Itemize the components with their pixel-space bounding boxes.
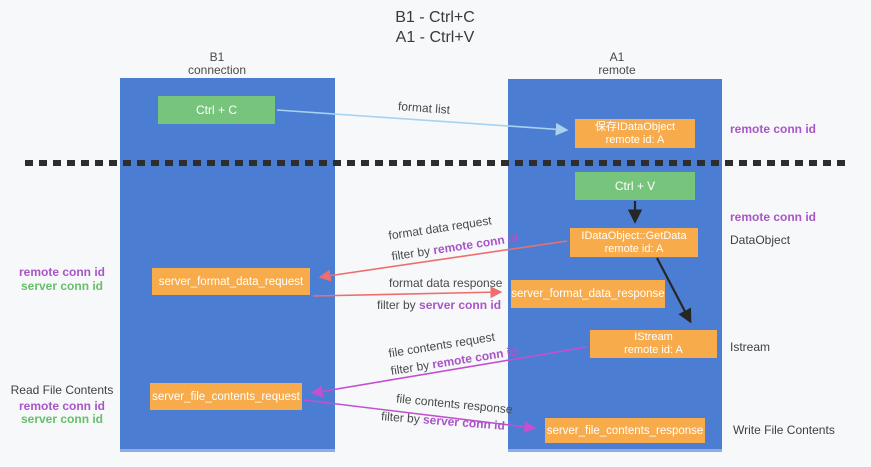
server-format-data-response-box: server_format_data_response xyxy=(511,280,665,308)
istream-box: IStream remote id: A xyxy=(590,330,717,358)
format-data-response-filter-label: filter by server conn id xyxy=(377,298,501,312)
server-conn-id-text: server conn id xyxy=(419,298,502,312)
diagram-title: B1 - Ctrl+C A1 - Ctrl+V xyxy=(305,8,565,48)
save-idataobject-box: 保存IDataObject remote id: A xyxy=(575,119,695,148)
lifeline-header-b1: B1 connection xyxy=(121,51,313,77)
ctrl-v-box: Ctrl + V xyxy=(575,172,695,200)
server-file-contents-request-box: server_file_contents_request xyxy=(150,383,302,410)
server-format-data-request-box: server_format_data_request xyxy=(152,268,310,295)
left-server-conn-id-bottom-label: server conn id xyxy=(20,412,104,426)
right-remote-conn-id-mid-label: remote conn id xyxy=(730,210,817,224)
save-idataobject-line1: 保存IDataObject xyxy=(594,120,676,133)
idataobject-getdata-box: IDataObject::GetData remote id: A xyxy=(570,228,698,257)
istream-line2: remote id: A xyxy=(624,344,683,356)
getdata-line2: remote id: A xyxy=(604,242,664,255)
left-server-conn-id-top-label: server conn id xyxy=(20,279,104,293)
filter-by-text: filter by xyxy=(390,243,435,264)
write-file-contents-label: Write File Contents xyxy=(733,423,835,437)
server-format-data-response-label: server_format_data_response xyxy=(511,288,665,300)
ctrl-c-box: Ctrl + C xyxy=(158,96,275,124)
getdata-line1: IDataObject::GetData xyxy=(581,229,687,242)
server-file-contents-response-label: server_file_contents_response xyxy=(546,424,704,437)
filter-by-text: filter by xyxy=(377,298,420,312)
title-line-1: B1 - Ctrl+C xyxy=(395,9,475,26)
dataobject-label: DataObject xyxy=(730,233,791,247)
left-remote-conn-id-top-label: remote conn id xyxy=(18,265,105,279)
lifeline-a1-role: remote xyxy=(598,63,636,77)
ctrl-v-label: Ctrl + V xyxy=(614,179,656,193)
lifeline-b1-role: connection xyxy=(187,63,247,77)
left-remote-conn-id-bottom-label: remote conn id xyxy=(18,399,105,413)
title-line-2: A1 - Ctrl+V xyxy=(395,29,475,46)
format-data-response-arrow xyxy=(312,286,503,299)
remote-conn-id-text: remote conn id xyxy=(432,230,520,258)
filter-by-text: filter by xyxy=(389,357,434,378)
lifeline-b1-name: B1 xyxy=(209,50,225,64)
save-idataobject-line2: remote id: A xyxy=(605,133,665,146)
istream-side-label: Istream xyxy=(730,340,771,354)
ctrl-c-label: Ctrl + C xyxy=(195,103,237,117)
format-list-label: format list xyxy=(397,99,451,117)
istream-line1: IStream xyxy=(634,331,673,343)
read-file-contents-label: Read File Contents xyxy=(10,383,114,397)
server-conn-id-text: server conn id xyxy=(422,412,506,433)
right-remote-conn-id-top-label: remote conn id xyxy=(730,122,817,136)
format-data-response-label: format data response xyxy=(389,276,503,290)
server-file-contents-response-box: server_file_contents_response xyxy=(545,418,705,443)
lifeline-a1-name: A1 xyxy=(609,50,625,64)
server-format-data-request-label: server_format_data_request xyxy=(158,275,304,288)
filter-by-text: filter by xyxy=(380,409,424,427)
server-file-contents-request-label: server_file_contents_request xyxy=(152,390,300,403)
lifeline-header-a1: A1 remote xyxy=(521,51,713,77)
